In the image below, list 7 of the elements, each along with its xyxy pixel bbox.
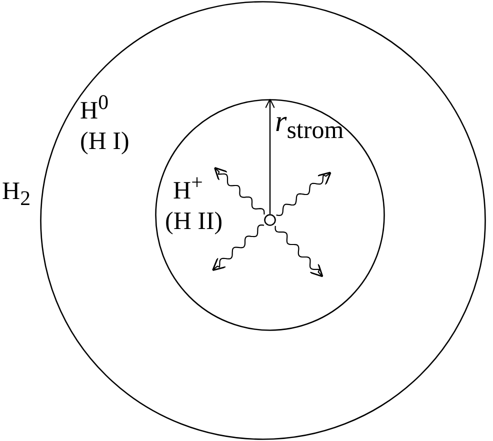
region-label: H$^{0}$: [80, 89, 108, 126]
edge-label: r$_{strom}$: [275, 108, 344, 145]
region-label: H$^{+}$: [173, 169, 203, 206]
arrow: [264, 98, 276, 214]
region-label: (H II): [165, 208, 223, 236]
region-label: (H I): [80, 128, 130, 156]
gas-label: H$_{2}$: [2, 178, 30, 212]
